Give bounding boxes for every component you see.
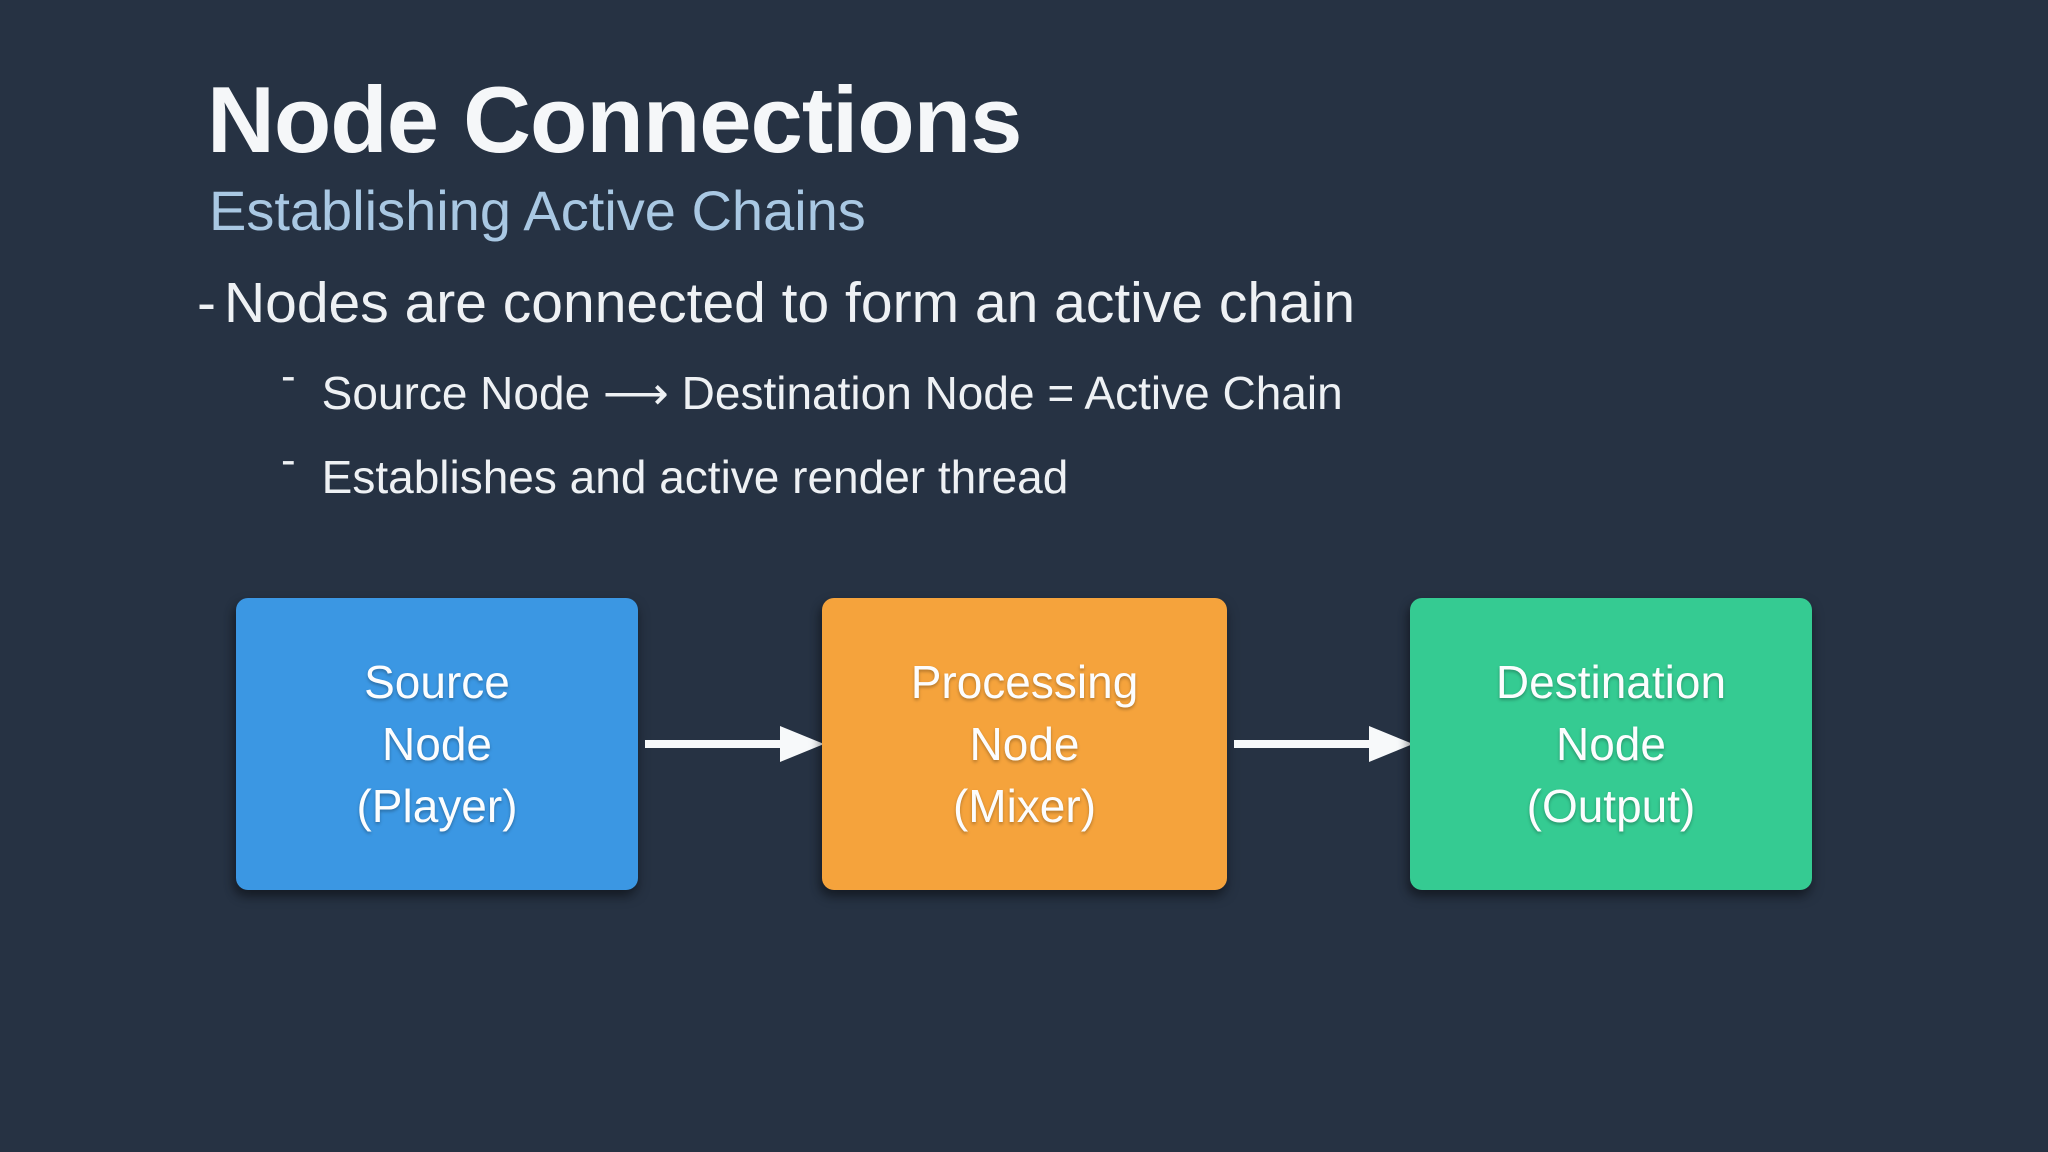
page-title: Node Connections xyxy=(207,67,1022,172)
destination-node-box: Destination Node (Output) xyxy=(1410,598,1812,890)
destination-node-label: Destination Node (Output) xyxy=(1495,655,1727,833)
source-node-box: Source Node (Player) xyxy=(236,598,638,890)
processing-node-box: Processing Node (Mixer) xyxy=(822,598,1227,890)
sub-bullet-active-chain: -Source Node ⟶ Destination Node = Active… xyxy=(281,352,1343,420)
flow-arrow-icon xyxy=(1234,726,1413,762)
source-node-label: Source Node (Player) xyxy=(356,655,518,833)
sub-bullet-marker: - xyxy=(281,351,296,401)
page-subtitle: Establishing Active Chains xyxy=(209,179,866,242)
processing-node-label: Processing Node (Mixer) xyxy=(910,655,1139,833)
bullet-marker: - xyxy=(197,271,216,335)
sub-bullet-text: Source Node ⟶ Destination Node = Active … xyxy=(321,367,1343,419)
sub-bullet-marker: - xyxy=(281,435,296,485)
flow-arrow-icon xyxy=(645,726,824,762)
sub-bullet-render-thread: -Establishes and active render thread xyxy=(281,436,1069,504)
sub-bullet-text: Establishes and active render thread xyxy=(321,451,1069,503)
bullet-main-text: Nodes are connected to form an active ch… xyxy=(223,271,1356,335)
bullet-main: -Nodes are connected to form an active c… xyxy=(197,270,1355,336)
